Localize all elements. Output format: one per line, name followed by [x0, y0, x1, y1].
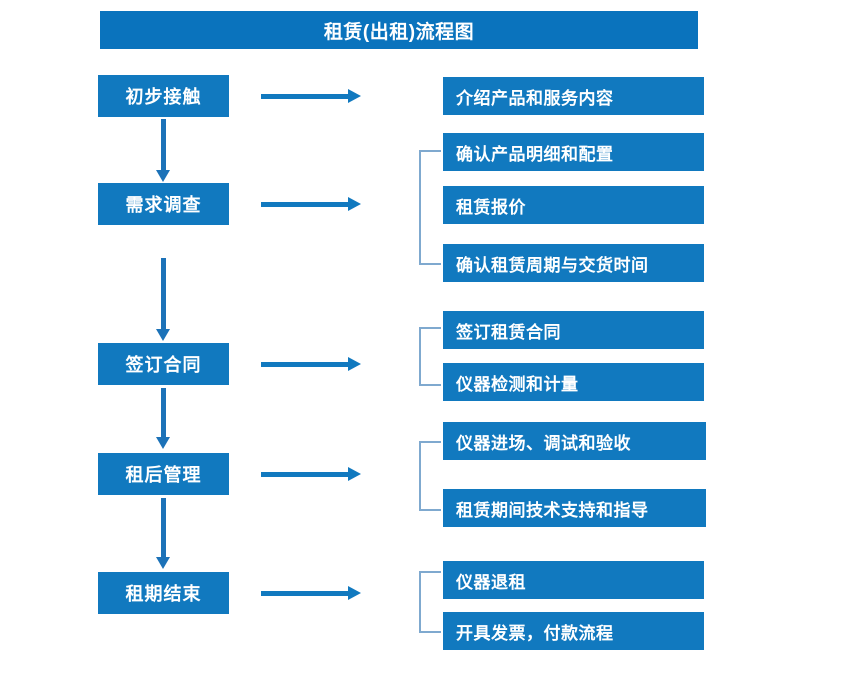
detail-box-5-1[interactable]: 仪器退租 [443, 561, 704, 599]
detail-box-4-1[interactable]: 仪器进场、调试和验收 [443, 422, 706, 460]
stage-box-4[interactable]: 租后管理 [98, 453, 229, 495]
detail-box-3-1[interactable]: 签订租赁合同 [443, 311, 704, 349]
arrow-head [348, 197, 361, 211]
arrow-down-3 [156, 388, 170, 450]
detail-box-5-2[interactable]: 开具发票，付款流程 [443, 612, 704, 650]
stage-box-3[interactable]: 签订合同 [98, 343, 229, 385]
bracket-connector-5 [419, 571, 441, 633]
arrow-down-2 [156, 258, 170, 342]
arrow-down-4 [156, 498, 170, 570]
arrow-shaft [161, 258, 166, 330]
arrow-head [348, 467, 361, 481]
detail-box-2-2[interactable]: 租赁报价 [443, 186, 704, 224]
arrow-down-1 [156, 119, 170, 183]
arrow-head [348, 89, 361, 103]
chart-title: 租赁(出租)流程图 [100, 11, 698, 49]
detail-box-4-2[interactable]: 租赁期间技术支持和指导 [443, 489, 706, 527]
arrow-shaft [261, 202, 349, 207]
arrow-right-2 [261, 197, 361, 211]
arrow-shaft [261, 94, 349, 99]
arrow-right-3 [261, 357, 361, 371]
arrow-head [156, 329, 170, 341]
detail-box-2-1[interactable]: 确认产品明细和配置 [443, 133, 704, 171]
arrow-head [156, 437, 170, 449]
arrow-right-5 [261, 586, 361, 600]
stage-box-1[interactable]: 初步接触 [98, 75, 229, 117]
bracket-connector-3 [419, 327, 441, 386]
arrow-head [156, 557, 170, 569]
bracket-connector-2 [419, 150, 441, 265]
arrow-head [156, 170, 170, 182]
arrow-shaft [261, 591, 349, 596]
arrow-head [348, 357, 361, 371]
stage-box-2[interactable]: 需求调查 [98, 183, 229, 225]
arrow-shaft [161, 388, 166, 438]
arrow-shaft [261, 362, 349, 367]
arrow-right-1 [261, 89, 361, 103]
arrow-shaft [161, 119, 166, 171]
stage-box-5[interactable]: 租期结束 [98, 572, 229, 614]
arrow-head [348, 586, 361, 600]
arrow-right-4 [261, 467, 361, 481]
detail-box-1-1[interactable]: 介绍产品和服务内容 [443, 77, 704, 115]
detail-box-3-2[interactable]: 仪器检测和计量 [443, 363, 704, 401]
bracket-connector-4 [419, 441, 441, 511]
arrow-shaft [261, 472, 349, 477]
arrow-shaft [161, 498, 166, 558]
detail-box-2-3[interactable]: 确认租赁周期与交货时间 [443, 244, 704, 282]
